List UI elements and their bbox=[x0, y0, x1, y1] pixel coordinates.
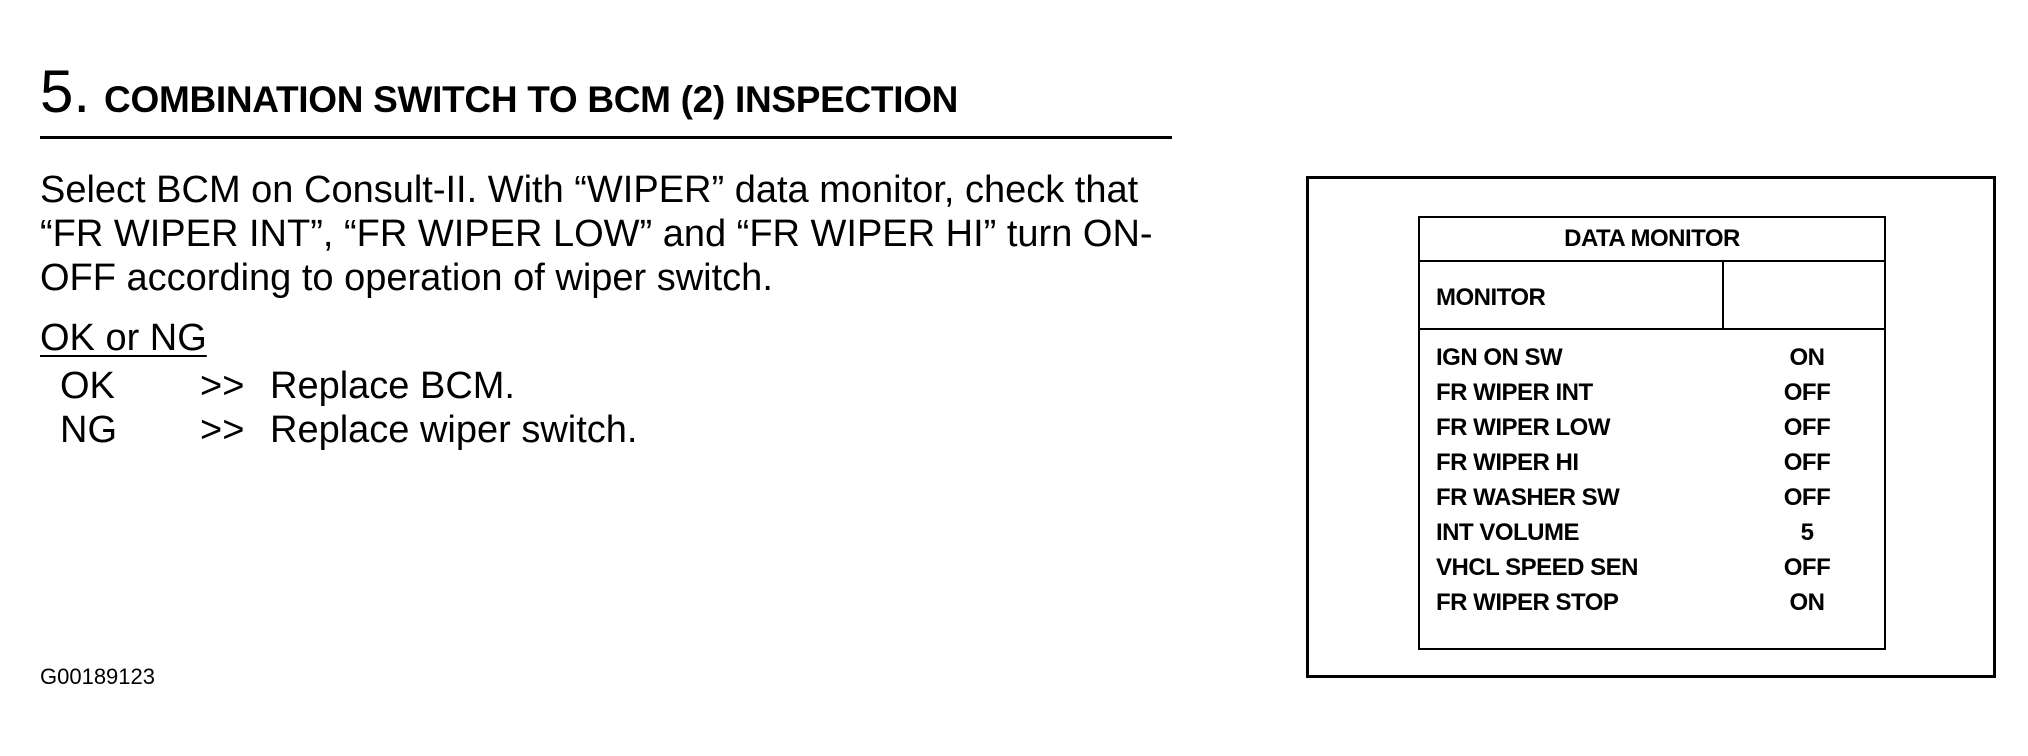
step-number: 5. bbox=[40, 58, 91, 125]
monitor-rows: IGN ON SW ON FR WIPER INT OFF FR WIPER LOW… bbox=[1420, 330, 1884, 620]
header-divider bbox=[1722, 262, 1724, 328]
figure-id: G00189123 bbox=[40, 664, 155, 689]
instruction-paragraph: Select BCM on Consult-II. With “WIPER” d… bbox=[40, 168, 1270, 300]
monitor-item: FR WIPER HI bbox=[1436, 449, 1579, 476]
monitor-row: FR WIPER STOP ON bbox=[1420, 585, 1884, 620]
monitor-value: ON bbox=[1789, 589, 1826, 616]
monitor-value: OFF bbox=[1783, 379, 1831, 406]
result-code: NG bbox=[60, 409, 117, 451]
monitor-value: 5 bbox=[1800, 519, 1814, 546]
monitor-row: FR WIPER LOW OFF bbox=[1420, 410, 1884, 445]
monitor-item: FR WIPER STOP bbox=[1436, 589, 1619, 616]
monitor-row: INT VOLUME 5 bbox=[1420, 515, 1884, 550]
data-monitor-header: MONITOR bbox=[1420, 262, 1884, 330]
result-arrow: >> bbox=[200, 409, 245, 451]
data-monitor-title: DATA MONITOR bbox=[1420, 218, 1884, 262]
monitor-value: OFF bbox=[1783, 449, 1831, 476]
instruction-line: OFF according to operation of wiper swit… bbox=[40, 257, 773, 299]
monitor-item: IGN ON SW bbox=[1436, 344, 1563, 371]
step-title: COMBINATION SWITCH TO BCM (2) INSPECTION bbox=[104, 79, 959, 120]
monitor-row: IGN ON SW ON bbox=[1420, 340, 1884, 375]
monitor-value: OFF bbox=[1783, 414, 1831, 441]
monitor-item: FR WIPER INT bbox=[1436, 379, 1593, 406]
monitor-row: FR WASHER SW OFF bbox=[1420, 480, 1884, 515]
result-action: Replace BCM. bbox=[270, 365, 515, 407]
result-arrow: >> bbox=[200, 365, 245, 407]
figure-frame bbox=[1306, 176, 1996, 678]
monitor-row: FR WIPER INT OFF bbox=[1420, 375, 1884, 410]
instruction-line: Select BCM on Consult-II. With “WIPER” d… bbox=[40, 169, 1139, 211]
result-code: OK bbox=[60, 365, 115, 407]
result-ng-row: NG >> Replace wiper switch. bbox=[60, 408, 637, 452]
monitor-value: OFF bbox=[1783, 554, 1831, 581]
monitor-value: OFF bbox=[1783, 484, 1831, 511]
monitor-item: VHCL SPEED SEN bbox=[1436, 554, 1638, 581]
monitor-item: FR WASHER SW bbox=[1436, 484, 1620, 511]
data-monitor-screen: DATA MONITOR MONITOR IGN ON SW ON FR WIPE… bbox=[1418, 216, 1886, 650]
result-action: Replace wiper switch. bbox=[270, 409, 638, 451]
monitor-item: FR WIPER LOW bbox=[1436, 414, 1610, 441]
monitor-value: ON bbox=[1789, 344, 1826, 371]
monitor-item: INT VOLUME bbox=[1436, 519, 1580, 546]
result-label: OK or NG bbox=[40, 317, 207, 359]
monitor-row: FR WIPER HI OFF bbox=[1420, 445, 1884, 480]
result-ok-row: OK >> Replace BCM. bbox=[60, 364, 515, 408]
monitor-row: VHCL SPEED SEN OFF bbox=[1420, 550, 1884, 585]
step-heading: 5.COMBINATION SWITCH TO BCM (2) INSPECTI… bbox=[40, 62, 1172, 139]
instruction-line: “FR WIPER INT”, “FR WIPER LOW” and “FR W… bbox=[40, 213, 1153, 255]
monitor-column-label: MONITOR bbox=[1436, 284, 1546, 311]
